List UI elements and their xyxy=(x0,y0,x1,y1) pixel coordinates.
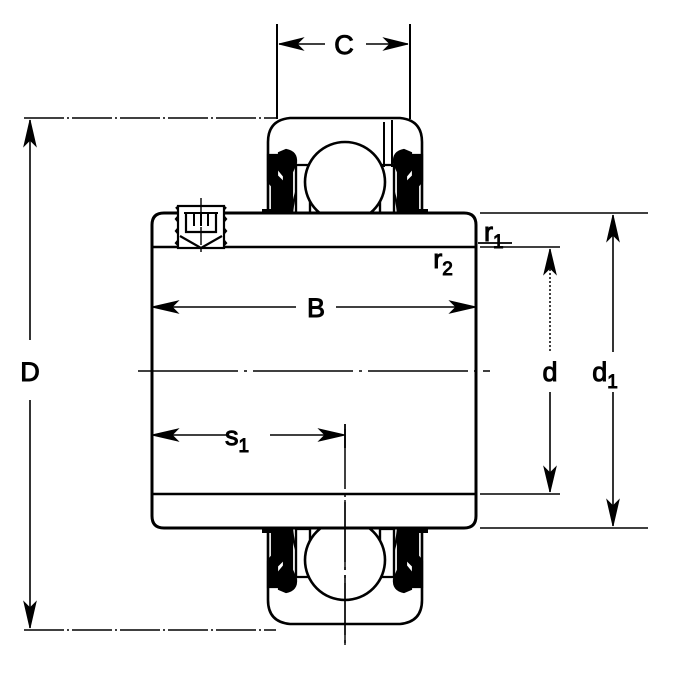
leader-r1-label-base: r xyxy=(484,217,493,247)
top-rolling-ball xyxy=(303,140,387,224)
leader-r2-label-sub: 2 xyxy=(442,259,453,280)
leader-r2: r2 xyxy=(433,244,454,281)
dim-d-label: d xyxy=(542,357,557,387)
bottom-right-seal-lip xyxy=(392,527,413,594)
dim-d1-arrow-bottom xyxy=(606,498,620,527)
dim-B-arrow-left xyxy=(151,300,180,314)
dim-d1-label-sub: 1 xyxy=(607,372,618,393)
leader-r2-label-base: r xyxy=(433,244,442,274)
leader-r1-label-sub: 1 xyxy=(493,232,504,253)
dim-s1-arrow-right xyxy=(317,428,346,442)
dim-d1-label-base: d xyxy=(592,357,607,387)
dim-D-arrow-top xyxy=(23,119,37,148)
leader-r2-label: r2 xyxy=(433,244,453,280)
dimension-d1: d1 xyxy=(480,212,648,529)
dimension-s1: s1 xyxy=(151,421,346,458)
dimension-D: D xyxy=(20,117,276,631)
dim-s1-label-base: s xyxy=(225,421,239,451)
top-right-seal-lip xyxy=(392,148,413,215)
dim-d-arrow-top xyxy=(543,248,557,276)
dim-s1-label-sub: 1 xyxy=(238,436,249,457)
dim-B-arrow-right xyxy=(448,300,477,314)
dim-s1-label: s1 xyxy=(225,421,249,457)
dim-C-arrow-left xyxy=(278,37,305,51)
leader-r1: r1 xyxy=(478,217,512,254)
set-screw-detail xyxy=(174,198,228,256)
dim-D-arrow-bottom xyxy=(23,600,37,629)
dim-C-arrow-right xyxy=(382,37,409,51)
dim-d1-arrow-top xyxy=(606,214,620,243)
dim-D-label: D xyxy=(20,357,40,387)
top-left-seal-lip xyxy=(277,148,298,215)
dim-d-arrow-bottom xyxy=(543,465,557,493)
dim-d1-label: d1 xyxy=(592,357,618,393)
dim-C-label: C xyxy=(334,30,354,60)
dimension-B: B xyxy=(151,293,477,324)
top-race-detail-lines xyxy=(383,120,393,167)
dim-s1-arrow-left xyxy=(151,428,180,442)
leader-r1-label: r1 xyxy=(484,217,504,253)
dimension-C: C xyxy=(276,24,411,119)
bottom-left-seal-lip xyxy=(277,527,298,594)
top-bearing-assembly xyxy=(262,116,428,224)
dimension-d: d xyxy=(480,246,560,495)
dim-B-label: B xyxy=(307,293,325,323)
set-screw-point xyxy=(179,235,223,250)
